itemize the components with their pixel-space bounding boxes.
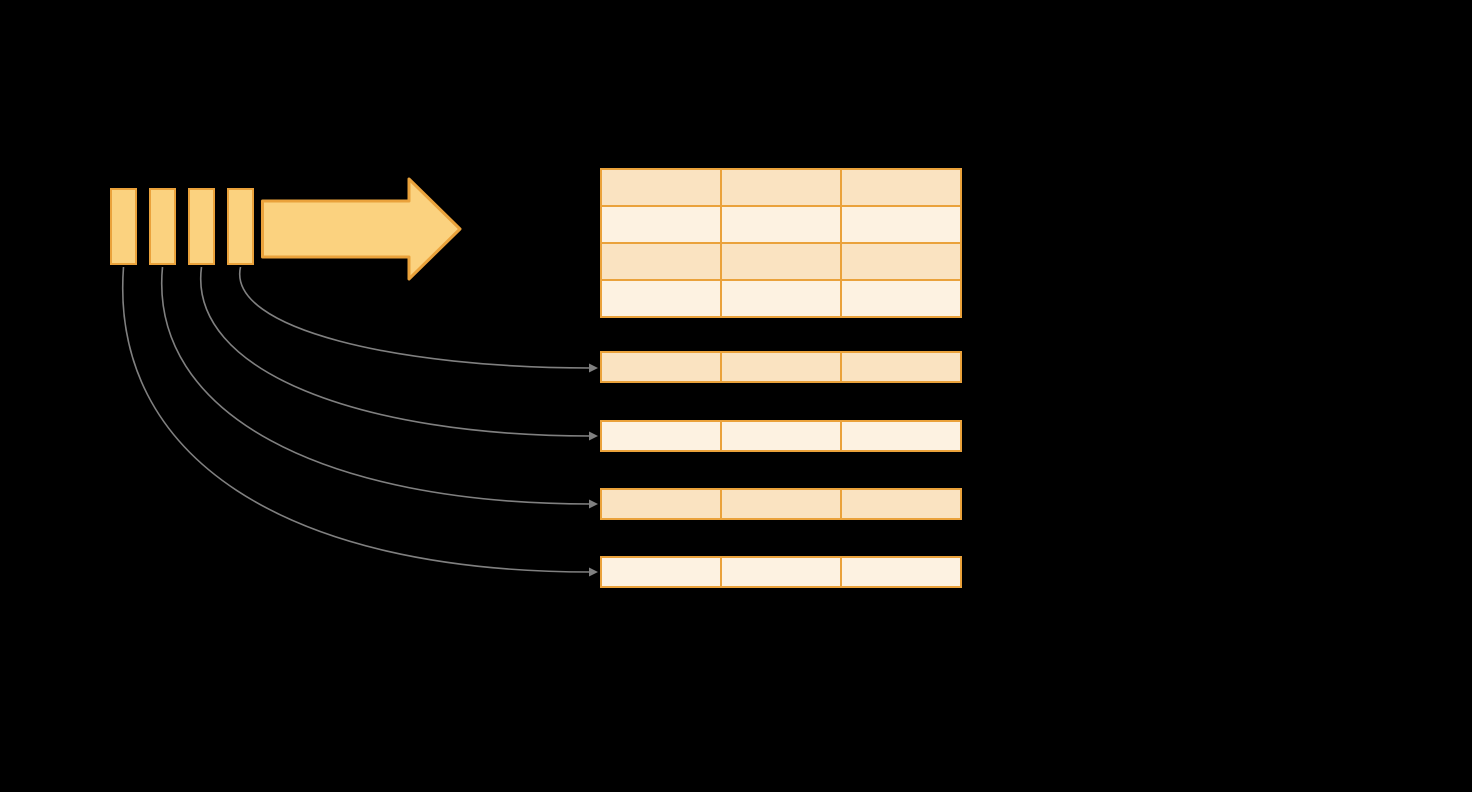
batch-table-cell (842, 207, 960, 242)
row-table-cell (842, 422, 960, 450)
connector-arrow (199, 266, 598, 441)
row-table-cell (842, 558, 960, 586)
stream-bar (110, 188, 137, 265)
row-table-3 (600, 488, 962, 520)
connector-arrow (160, 266, 598, 509)
row-table-1 (600, 351, 962, 383)
stream-bar (149, 188, 176, 265)
batch-table-cell (842, 281, 960, 316)
row-table-cell (602, 490, 720, 518)
stream-bar (227, 188, 254, 265)
connector-arrow (238, 266, 598, 373)
batch-table-cell (602, 244, 720, 279)
row-table-cell (602, 353, 720, 381)
batch-table-cell (602, 170, 720, 205)
batch-table-cell (602, 281, 720, 316)
batch-table-cell (722, 207, 840, 242)
batch-table-cell (722, 281, 840, 316)
row-table-cell (722, 490, 840, 518)
connector-arrow (121, 266, 598, 577)
batch-table-cell (842, 244, 960, 279)
batch-table-cell (602, 207, 720, 242)
flow-arrow-shape (261, 177, 462, 281)
batch-table-cell (722, 244, 840, 279)
row-table-cell (842, 490, 960, 518)
batch-table (600, 168, 962, 318)
stream-bar (188, 188, 215, 265)
flow-arrow-icon (261, 177, 462, 281)
row-table-cell (722, 422, 840, 450)
row-table-2 (600, 420, 962, 452)
row-table-cell (722, 353, 840, 381)
row-table-cell (842, 353, 960, 381)
row-table-cell (602, 558, 720, 586)
row-table-4 (600, 556, 962, 588)
row-table-cell (602, 422, 720, 450)
stream-bars-group (110, 188, 254, 265)
row-table-cell (722, 558, 840, 586)
batch-table-cell (722, 170, 840, 205)
batch-table-cell (842, 170, 960, 205)
